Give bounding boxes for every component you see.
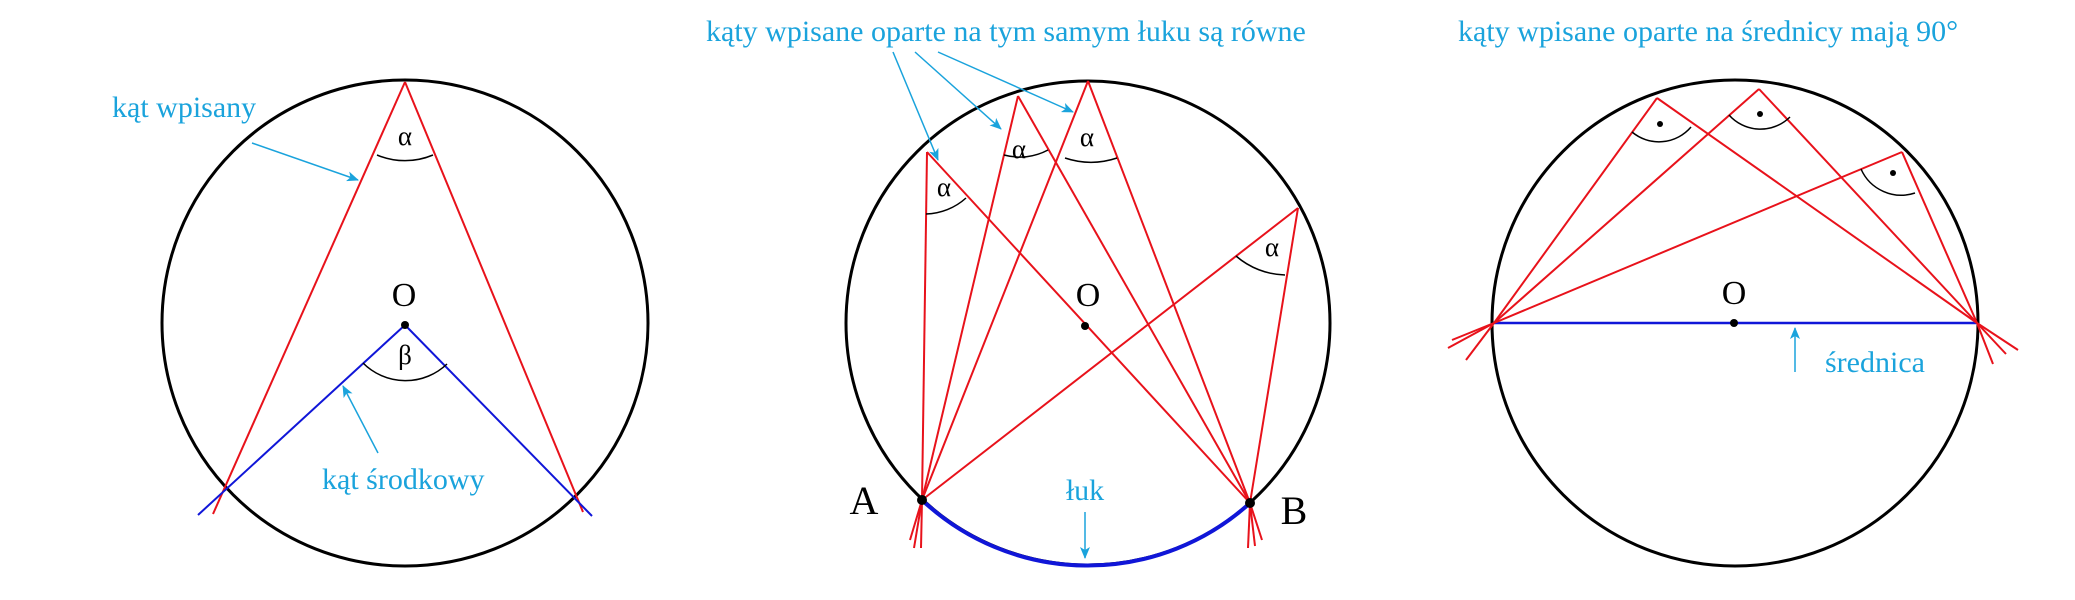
diameter-caption-top: kąty wpisane oparte na średnicy mają 90° (1458, 15, 1958, 48)
alpha-label-1: α (398, 121, 412, 151)
point-a (917, 495, 927, 505)
chord-a-v1 (921, 151, 928, 501)
radius-left-1 (197, 324, 406, 516)
center-label-3: O (1722, 275, 1747, 312)
diameter-caption: średnica (1825, 346, 1925, 379)
inscribed-angle-caption: kąt wpisany (112, 91, 256, 124)
angle-arc-alpha-1 (376, 154, 434, 162)
chord-d-v3-left (1493, 151, 1903, 324)
chord-right-1 (404, 81, 584, 513)
tail-a-2 (920, 499, 923, 549)
chord-d-v1-right (1656, 97, 1978, 324)
same-arc-arrow-1 (892, 51, 939, 161)
tail-b-1 (1249, 502, 1263, 541)
point-a-label: A (850, 478, 879, 523)
tail-r-1 (1976, 322, 2007, 355)
central-angle-arrow (342, 385, 379, 454)
right-angle-arc-v1 (1631, 126, 1692, 143)
same-arc-arrow-3 (937, 51, 1074, 113)
angle-arc-beta-1 (362, 362, 448, 382)
right-angle-dot-v1 (1657, 121, 1663, 127)
angle-arc-alpha-v4 (1235, 255, 1286, 276)
panel-inscribed-vs-central: α β O kąt wpisany kąt środkowy (112, 78, 650, 568)
beta-label-1: β (398, 340, 412, 370)
same-arc-caption: kąty wpisane oparte na tym samym łuku są… (706, 15, 1306, 48)
chord-d-v1-left (1493, 97, 1658, 324)
tail-r-3 (1976, 322, 1994, 365)
tail-a-3 (909, 499, 923, 541)
center-label-2: O (1076, 277, 1101, 314)
point-b-label: B (1281, 488, 1308, 533)
right-angle-arc-v3 (1860, 168, 1916, 196)
radius-right-1 (404, 324, 593, 517)
central-angle-caption: kąt środkowy (322, 463, 484, 496)
center-point-2 (1081, 322, 1089, 330)
tail-a-1 (913, 499, 923, 549)
chord-b-v4 (1249, 207, 1299, 504)
tail-l-2 (1465, 322, 1495, 361)
right-angle-dot-v2 (1757, 111, 1763, 117)
alpha-label-v3: α (1080, 122, 1094, 152)
chord-b-v3 (1087, 80, 1251, 504)
alpha-label-v2: α (1012, 134, 1026, 164)
chord-left-1 (212, 81, 406, 515)
alpha-label-v1: α (937, 172, 951, 202)
chord-a-v3 (921, 80, 1089, 501)
arc-caption: łuk (1066, 474, 1104, 507)
center-point-3 (1730, 319, 1738, 327)
chord-a-v2 (921, 95, 1019, 501)
right-angle-dot-v3 (1890, 170, 1896, 176)
tail-l-3 (1451, 322, 1495, 341)
tail-r-2 (1976, 322, 2019, 351)
center-point-1 (401, 321, 409, 329)
right-angle-arc-v2 (1728, 114, 1791, 130)
angle-arc-alpha-v1 (925, 197, 967, 215)
panel-diameter: O kąty wpisane oparte na średnicy mają 9… (1447, 15, 2019, 568)
alpha-label-v4: α (1265, 232, 1279, 262)
tail-b-3 (1247, 502, 1251, 549)
circle-1 (160, 78, 650, 568)
inscribed-angle-arrow (251, 142, 359, 182)
center-label-1: O (392, 277, 417, 314)
angle-arc-alpha-v2 (1003, 149, 1049, 158)
same-arc-arrow-2 (914, 51, 1002, 130)
angle-arc-alpha-v3 (1064, 157, 1118, 163)
chord-d-v2-right (1758, 88, 1978, 324)
chord-d-v2-left (1493, 88, 1760, 324)
point-b (1245, 498, 1255, 508)
chord-b-v2 (1017, 95, 1251, 504)
chord-d-v3-right (1901, 151, 1978, 324)
tail-b-2 (1249, 502, 1256, 547)
panel-same-arc: α α α α O A B kąty wpisane oparte na tym… (706, 15, 1332, 568)
arc-ab (920, 498, 1252, 568)
chord-a-v4 (921, 207, 1299, 501)
